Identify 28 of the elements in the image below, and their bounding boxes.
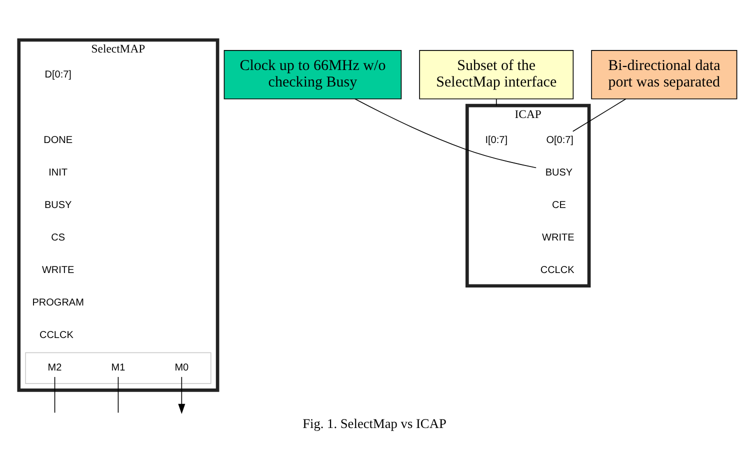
node-text: CE bbox=[552, 199, 566, 210]
node-text: INIT bbox=[48, 166, 68, 178]
node-text: M1 bbox=[111, 362, 126, 374]
connector bbox=[496, 98, 497, 106]
node-text: WRITE bbox=[542, 232, 574, 243]
connector bbox=[572, 98, 626, 132]
node-text: DONE bbox=[44, 134, 73, 146]
node-box: Bi-directional data port was separated bbox=[591, 50, 738, 99]
node-text: WRITE bbox=[42, 264, 74, 276]
node-text: O[0:7] bbox=[546, 134, 574, 146]
connector bbox=[354, 98, 537, 168]
node-text: CS bbox=[51, 232, 66, 243]
connector bbox=[118, 376, 119, 413]
node-text: PROGRAM bbox=[32, 297, 84, 308]
node-text: M2 bbox=[48, 362, 62, 374]
connector bbox=[54, 376, 56, 413]
cluster bbox=[25, 352, 212, 384]
node-box: Clock up to 66MHz w/o checking Busy bbox=[224, 50, 402, 99]
node-text: M0 bbox=[174, 362, 189, 374]
arrow bbox=[178, 376, 186, 414]
node-text: CCLCK bbox=[39, 330, 74, 341]
node-text: BUSY bbox=[44, 199, 72, 210]
node-text: BUSY bbox=[545, 166, 573, 178]
node-text: I[0:7] bbox=[485, 134, 508, 146]
node-box: Subset of the SelectMap interface bbox=[419, 50, 574, 99]
node-text: CCLCK bbox=[540, 264, 574, 276]
node-text: D[0:7] bbox=[44, 68, 72, 80]
caption: Fig. 1. SelectMap vs ICAP bbox=[302, 415, 446, 430]
